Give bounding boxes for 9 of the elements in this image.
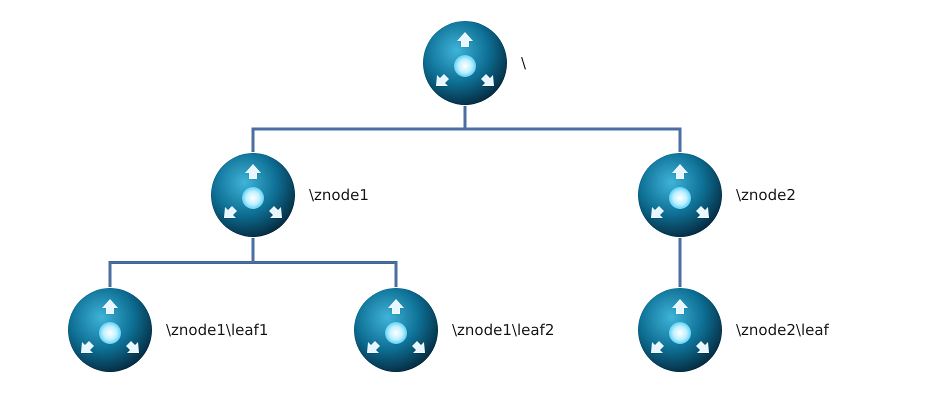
- connector-line: [678, 238, 682, 287]
- connector-line: [252, 238, 398, 287]
- node-label: \znode1\leaf2: [452, 321, 554, 339]
- node-label: \znode2: [736, 186, 796, 204]
- node-label: \: [521, 54, 526, 72]
- node-label: \znode2\leaf: [736, 321, 829, 339]
- node-label: \znode1: [309, 186, 369, 204]
- node-label: \znode1\leaf1: [166, 321, 268, 339]
- connector-line: [464, 106, 682, 152]
